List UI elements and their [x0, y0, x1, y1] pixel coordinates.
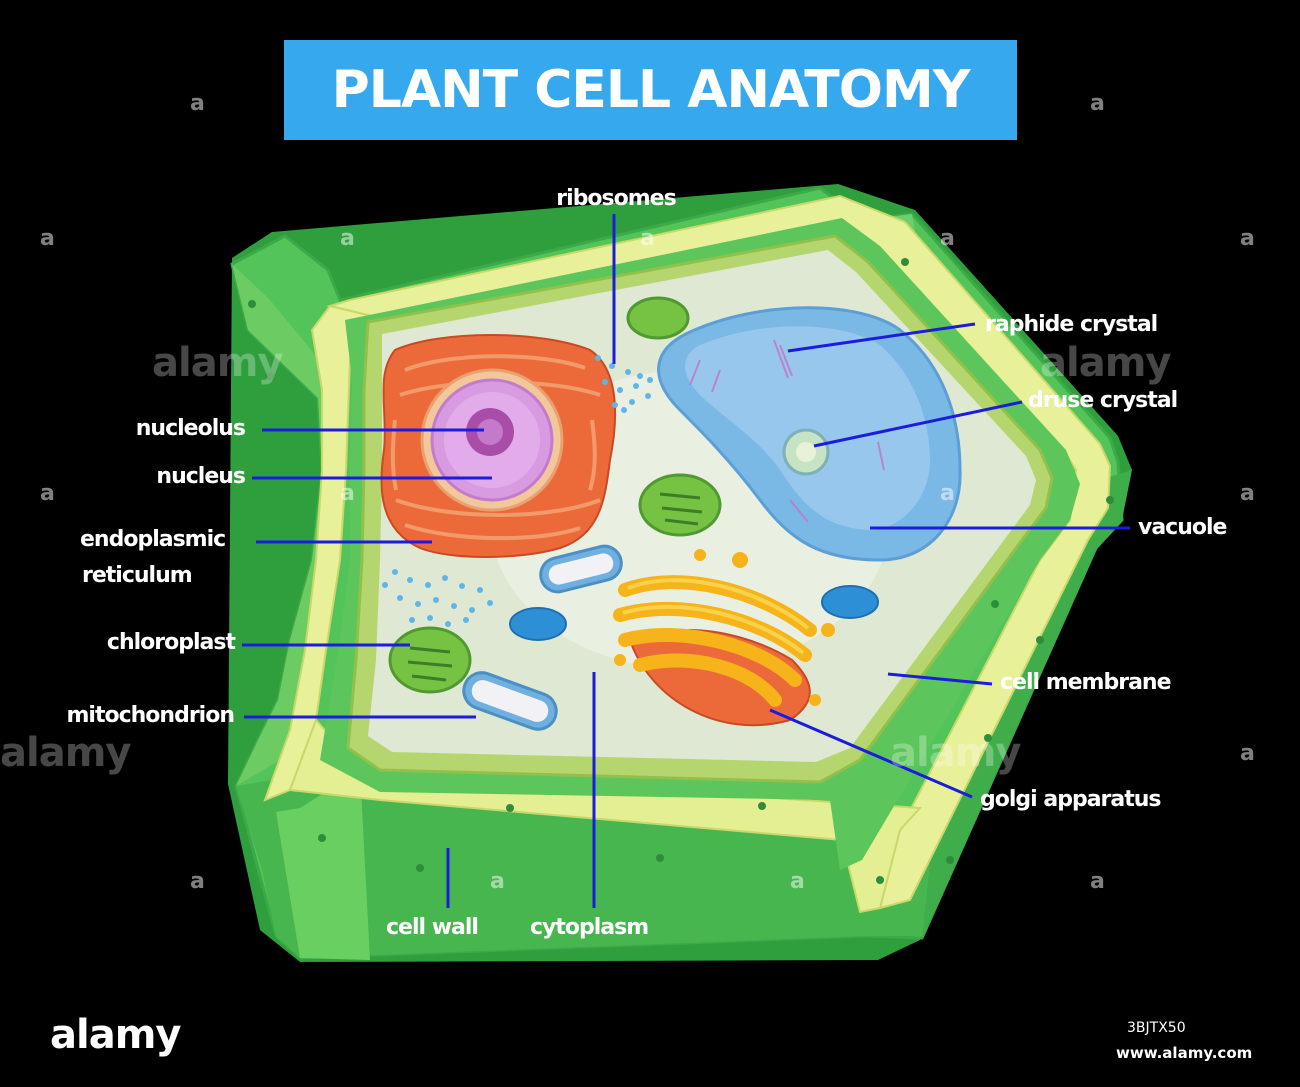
ribosomes — [382, 355, 653, 627]
svg-text:a: a — [1090, 869, 1105, 894]
image-id: 3BJTX50 — [1127, 1020, 1186, 1036]
watermark-text: alamy — [0, 730, 131, 776]
druse-crystal — [782, 428, 830, 476]
svg-text:a: a — [40, 226, 55, 251]
label-cell-wall: cell wall — [386, 915, 479, 940]
vacuole — [657, 306, 962, 562]
label-ribosomes: ribosomes — [556, 186, 676, 211]
label-druse-crystal: druse crystal — [1028, 388, 1178, 413]
svg-text:a: a — [40, 481, 55, 506]
label-endoplasmic: endoplasmic — [80, 527, 226, 552]
watermark-text: alamy — [890, 730, 1021, 776]
watermark-text: alamy — [1040, 340, 1171, 386]
watermark-pattern: a a a a a a a a a a a a a a a a — [40, 91, 1255, 894]
svg-text:a: a — [190, 91, 205, 116]
svg-text:a: a — [1240, 481, 1255, 506]
label-cell-membrane: cell membrane — [1000, 670, 1171, 695]
vesicles — [509, 585, 879, 641]
label-vacuole: vacuole — [1138, 515, 1227, 540]
label-cytoplasm: cytoplasm — [530, 915, 649, 940]
label-nucleus: nucleus — [156, 464, 246, 489]
mitochondrion — [462, 544, 623, 731]
label-reticulum: reticulum — [82, 563, 193, 588]
golgi-apparatus — [613, 549, 835, 727]
diagram-title: PLANT CELL ANATOMY — [331, 60, 971, 120]
leader-lines — [242, 214, 1130, 908]
svg-text:a: a — [640, 226, 655, 251]
label-nucleolus: nucleolus — [135, 416, 246, 441]
title-banner: PLANT CELL ANATOMY — [284, 40, 1017, 140]
label-golgi-apparatus: golgi apparatus — [980, 787, 1162, 812]
watermark-text: alamy — [152, 340, 283, 386]
svg-text:a: a — [340, 226, 355, 251]
nucleus — [420, 368, 564, 512]
label-raphide-crystal: raphide crystal — [985, 312, 1158, 337]
svg-text:a: a — [940, 481, 955, 506]
svg-text:a: a — [1240, 741, 1255, 766]
svg-text:a: a — [940, 226, 955, 251]
nucleolus — [466, 408, 514, 456]
svg-text:a: a — [490, 869, 505, 894]
label-mitochondrion: mitochondrion — [66, 703, 236, 728]
svg-text:a: a — [790, 869, 805, 894]
svg-text:a: a — [340, 481, 355, 506]
raphide-crystal — [689, 339, 885, 523]
chloroplast — [388, 296, 722, 694]
alamy-logo: alamy — [50, 1012, 181, 1058]
site-url: www.alamy.com — [1116, 1044, 1253, 1062]
svg-text:a: a — [1240, 226, 1255, 251]
svg-text:a: a — [190, 869, 205, 894]
svg-text:a: a — [1090, 91, 1105, 116]
label-chloroplast: chloroplast — [106, 630, 236, 655]
